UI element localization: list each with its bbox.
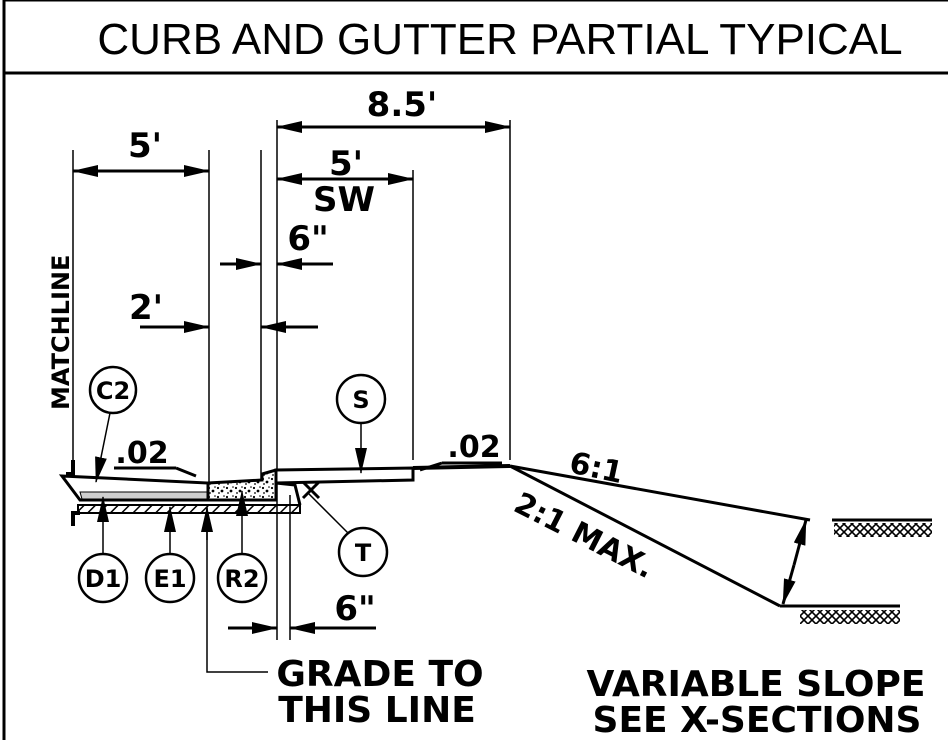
sidewalk-slope-tick <box>419 461 443 472</box>
callout-t: T <box>301 480 389 578</box>
dim-sidewalk-width: 5' <box>329 144 363 184</box>
dimension-lines <box>72 121 511 634</box>
matchline-bottom-break <box>71 511 80 526</box>
dim-left-width: 5' <box>128 126 162 166</box>
svg-text:T: T <box>355 539 372 567</box>
gutter-layer <box>79 491 209 500</box>
gutter-slope-tick <box>175 466 197 478</box>
callout-d1: D1 <box>77 496 129 604</box>
curb-back <box>275 481 302 506</box>
variable-slope-dimension <box>781 519 808 605</box>
sidewalk-slope: .02 <box>447 430 500 465</box>
natural-ground-upper <box>832 518 932 537</box>
sidewalk-label: SW <box>313 180 375 220</box>
callout-r2: R2 <box>216 490 268 604</box>
variable-slope-note-line-2: SEE X-SECTIONS <box>593 700 922 740</box>
back-slope-line <box>509 464 781 608</box>
extension-lines <box>72 120 511 640</box>
svg-text:D1: D1 <box>85 565 122 593</box>
gutter-slope: .02 <box>115 436 168 471</box>
matchline-label: MATCHLINE <box>47 255 75 410</box>
dim-curb-top: 6" <box>287 219 328 259</box>
callout-s: S <box>335 373 387 474</box>
svg-text:R2: R2 <box>224 565 259 593</box>
base-course <box>77 504 301 514</box>
fore-slope-line <box>509 464 811 522</box>
dim-gutter-width: 2' <box>129 288 163 328</box>
matchline-top-break <box>66 460 75 476</box>
grade-note-line-2: THIS LINE <box>278 690 476 731</box>
fore-slope-label: 6:1 <box>566 446 626 491</box>
back-slope-label: 2:1 MAX. <box>508 486 659 586</box>
callout-c2: C2 <box>88 365 138 483</box>
dim-overall-width: 8.5' <box>367 85 438 125</box>
grade-leader <box>206 508 268 673</box>
variable-slope-note-line-1: VARIABLE SLOPE <box>587 664 926 705</box>
natural-ground-lower <box>780 604 900 624</box>
svg-text:C2: C2 <box>96 377 130 405</box>
svg-text:E1: E1 <box>153 565 186 593</box>
sidewalk-slab <box>274 466 415 485</box>
svg-text:S: S <box>352 386 369 414</box>
curb-gutter-profile <box>58 464 511 514</box>
callout-e1: E1 <box>144 506 196 604</box>
dim-curb-bottom: 6" <box>334 589 375 629</box>
drawing-title: CURB AND GUTTER PARTIAL TYPICAL <box>97 15 902 64</box>
grade-note-line-1: GRADE TO <box>276 654 483 695</box>
